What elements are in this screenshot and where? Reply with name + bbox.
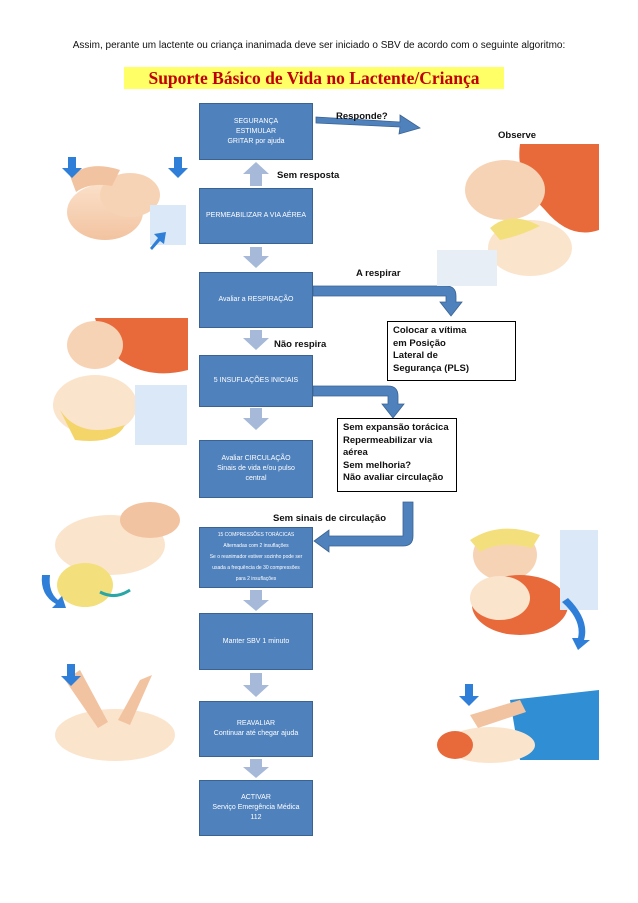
step-activar: ACTIVAR Serviço Emergência Médica 112 [199,780,313,836]
note-text: aérea [343,447,368,458]
step-text: REAVALIAR [236,720,276,727]
illustration-infant-compressions [38,660,188,770]
illustration-observe [437,144,599,286]
arrow-down-icon [168,157,188,178]
step-seguranca: SEGURANÇA ESTIMULAR GRITAR por ajuda [199,103,313,160]
step-permeabilizar: PERMEABILIZAR A VIA AÉREA [199,188,313,244]
step-text: usada a frequência de 30 compressões [212,565,300,571]
note-text: Não avaliar circulação [343,472,444,483]
note-text: Segurança (PLS) [393,362,470,374]
note-text: Repermeabilizar via [343,434,433,446]
note-text: Sem melhoria? [343,459,412,471]
step-manter-sbv: Manter SBV 1 minuto [199,613,313,670]
up-arrow [243,162,269,186]
arrow-diag-icon [150,232,166,250]
note-text: Lateral de [393,350,438,361]
step-text: Avaliar a RESPIRAÇÃO [218,296,294,303]
step-text: Serviço Emergência Médica [212,804,300,811]
illustration-infant-check [38,490,188,608]
a-respirar-arrow [312,285,463,317]
step-reavaliar: REAVALIAR Continuar até chegar ajuda [199,701,313,757]
responde-arrow [315,114,421,135]
step-text: SEGURANÇA [233,117,279,125]
sem-sinais-arrow [313,501,414,553]
illustration-child-compressions [437,660,599,772]
label-sem-resposta: Sem resposta [277,170,340,181]
step-text: 15 COMPRESSÕES TORÁCICAS [217,532,295,538]
arrow-curve-icon [562,598,590,650]
illustration-airway [38,318,188,448]
label-sem-sinais: Sem sinais de circulação [273,513,387,524]
down-arrow [243,247,269,268]
down-arrow [243,408,269,430]
step-text: ESTIMULAR [235,127,277,135]
arrow-down-icon [61,664,81,686]
label-observe: Observe [498,130,537,141]
note-expansao: Sem expansão torácica Repermeabilizar vi… [337,418,457,492]
step-text: Manter SBV 1 minuto [222,637,290,645]
step-text: Avaliar CIRCULAÇÃO [221,455,291,462]
step-text: PERMEABILIZAR A VIA AÉREA [206,212,306,219]
vertical-connector-arrows [243,162,269,778]
step-text: Se o reanimador estiver sozinho pode ser [209,554,303,560]
arrow-down-icon [62,157,82,178]
down-arrow [243,330,269,350]
step-text: ACTIVAR [241,794,271,801]
illustration-rescue-breath [437,528,599,650]
step-text: 5 INSUFLAÇÕES INICIAIS [213,377,299,384]
step-text: central [245,475,267,482]
step-text: Sinais de vida e/ou pulso [217,465,295,472]
step-avaliar-circulacao: Avaliar CIRCULAÇÃO Sinais de vida e/ou p… [199,440,313,498]
intro-text: Assim, perante um lactente ou criança in… [72,40,566,51]
down-arrow [243,673,269,697]
step-avaliar-respiracao: Avaliar a RESPIRAÇÃO [199,272,313,328]
down-arrow [243,759,269,778]
step-compressoes: 15 COMPRESSÕES TORÁCICAS Alternadas com … [199,527,313,588]
step-text: para 2 insuflações [235,576,277,582]
page-title: Suporte Básico de Vida no Lactente/Crian… [124,67,504,89]
note-text: Colocar a vítima [393,325,467,336]
arrow-down-icon [459,684,479,706]
note-text: em Posição [393,337,446,349]
step-text: Continuar até chegar ajuda [213,730,299,737]
label-nao-respira: Não respira [274,339,327,350]
label-responde: Responde? [336,111,388,122]
step-text: GRITAR por ajuda [227,137,285,145]
step-text: 112 [250,814,262,821]
step-insuflacoes: 5 INSUFLAÇÕES INICIAIS [199,355,313,407]
note-text: Sem expansão torácica [343,422,449,433]
illustration-infant-stimulate [38,152,188,252]
note-pls: Colocar a vítima em Posição Lateral de S… [387,321,516,381]
insuflacoes-arrow [312,385,405,419]
arrow-curve-icon [41,575,66,608]
step-text: Alternadas com 2 insuflações [223,543,289,549]
down-arrow [243,590,269,611]
label-a-respirar: A respirar [356,268,401,279]
